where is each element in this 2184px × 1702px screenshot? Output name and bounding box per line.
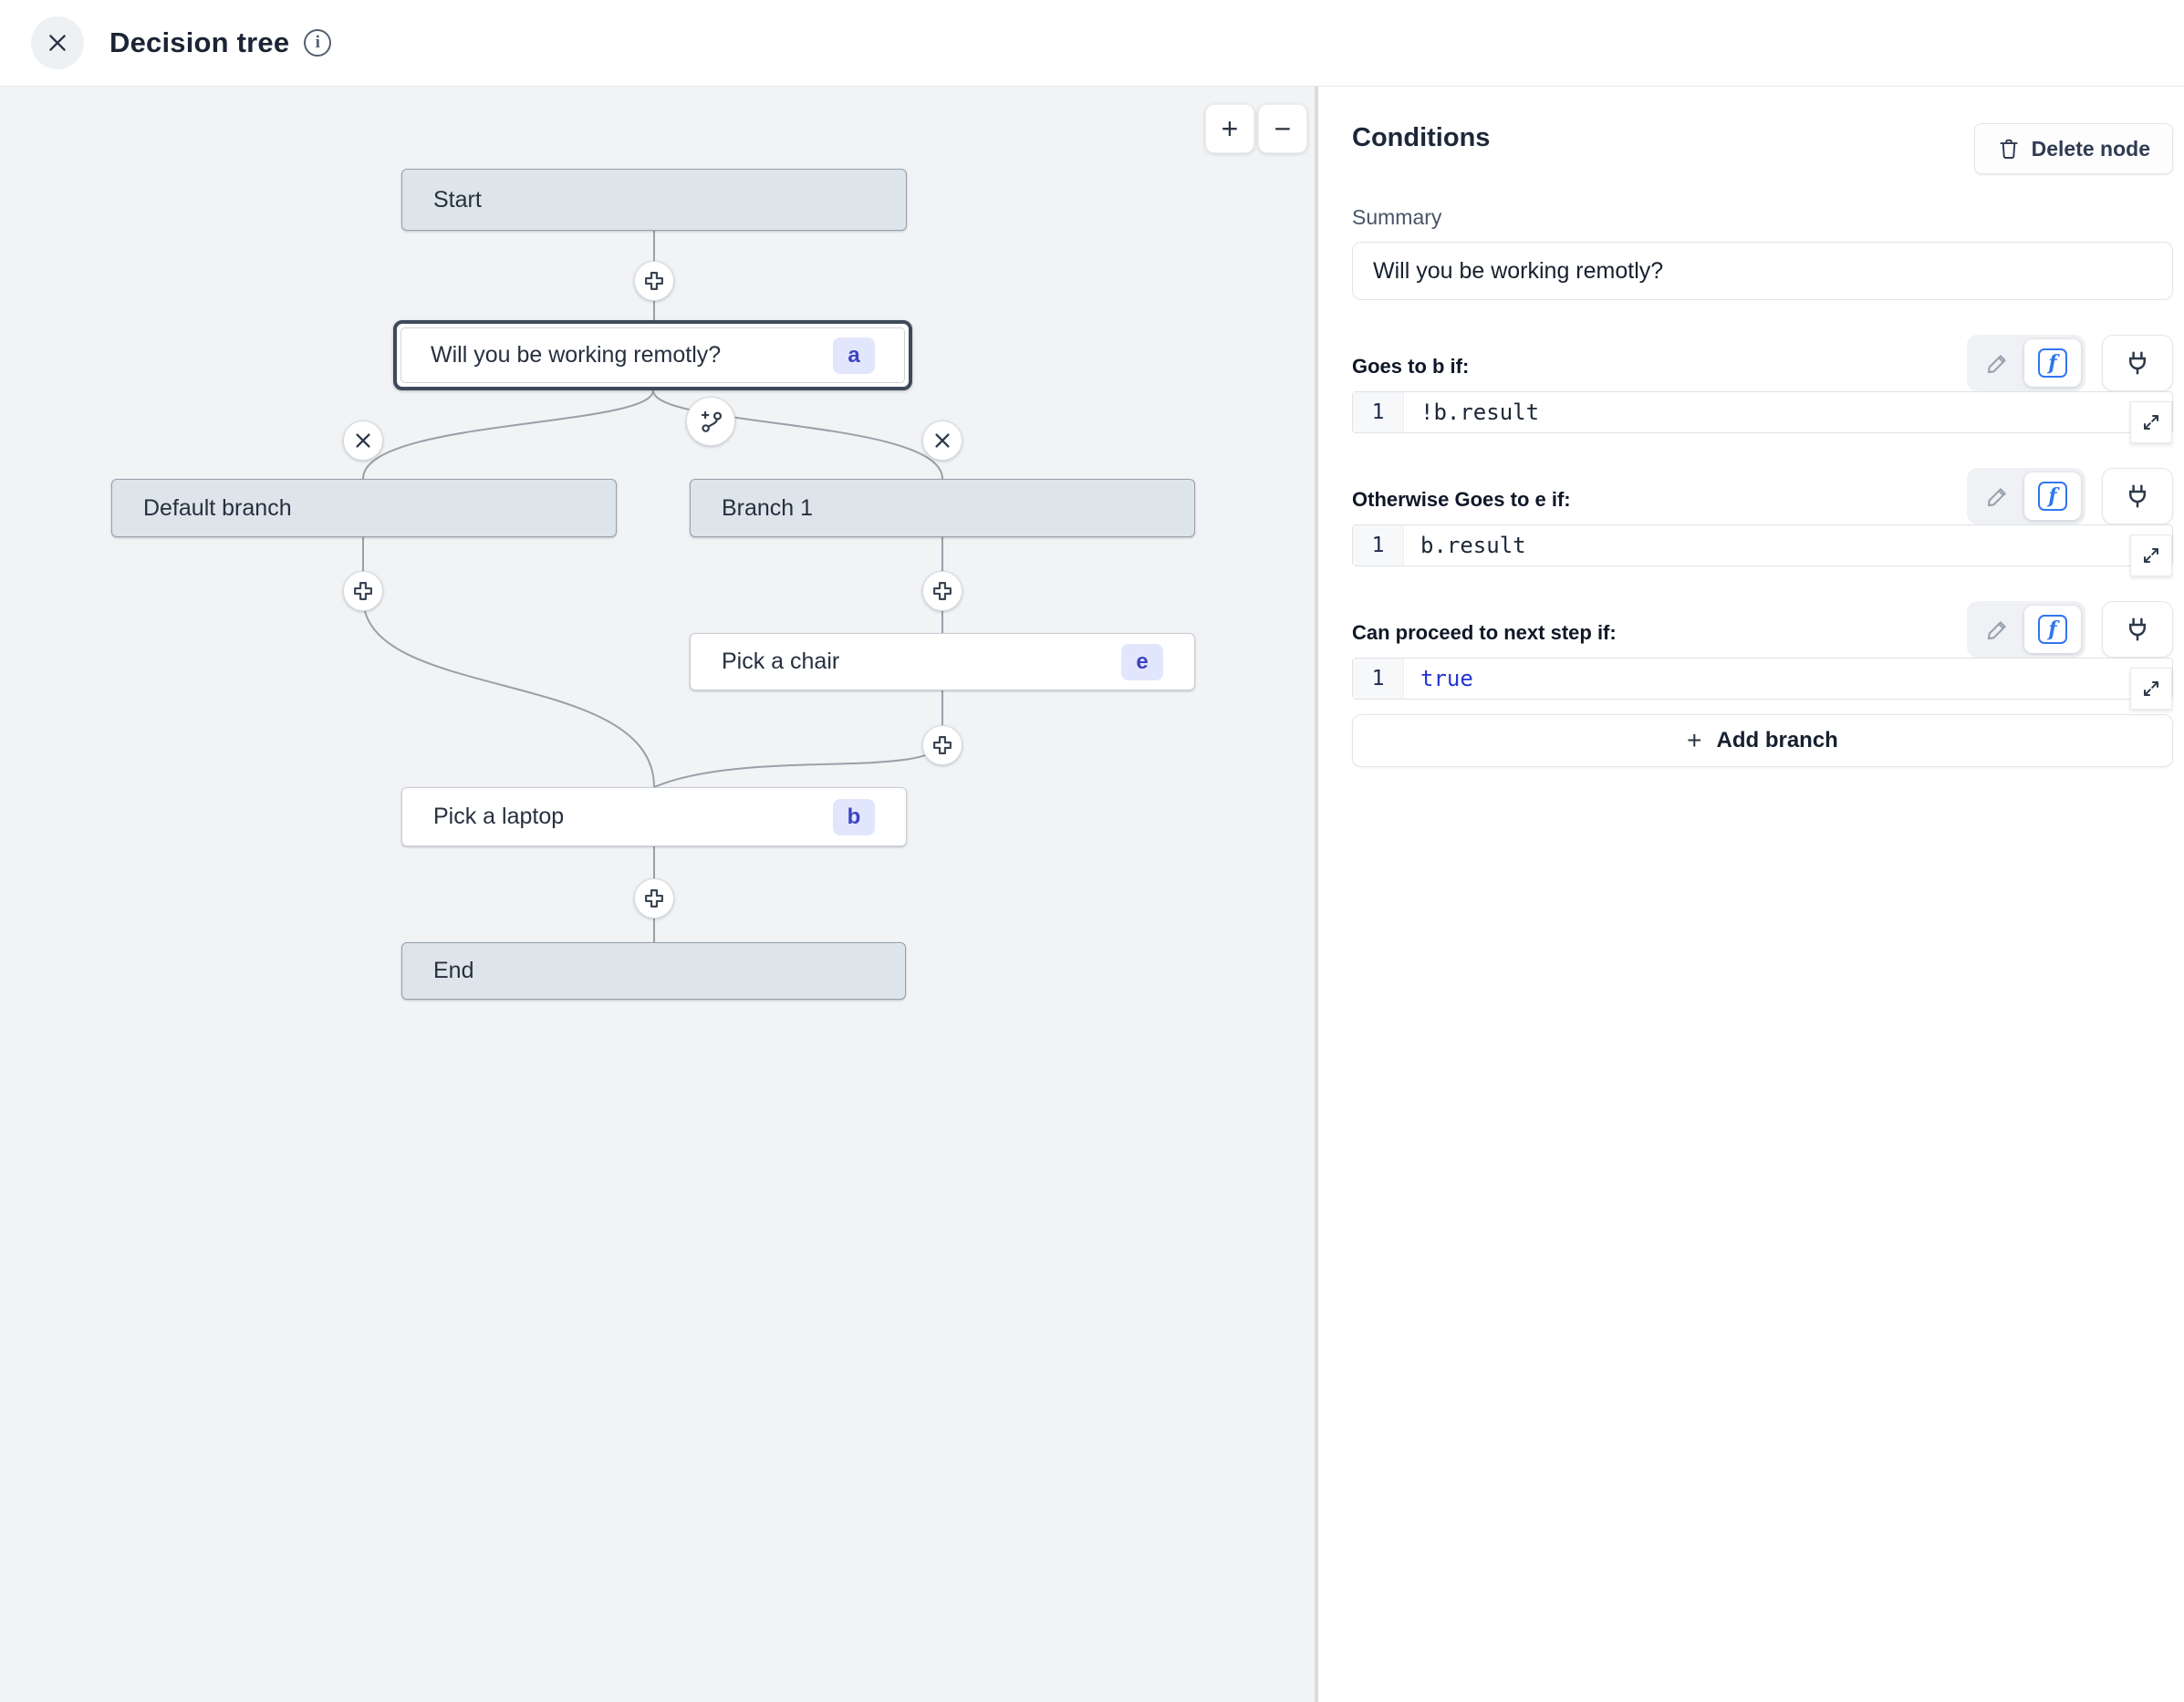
node-default-branch[interactable]: Default branch: [111, 479, 617, 537]
branch-split-icon: [701, 410, 722, 432]
x-icon: [935, 433, 950, 448]
zoom-in-button[interactable]: +: [1205, 104, 1254, 153]
delete-branch-button[interactable]: [922, 420, 962, 461]
node-label: Pick a chair: [722, 649, 840, 674]
expand-icon: [2144, 681, 2158, 696]
fx-icon: f: [2038, 348, 2067, 378]
connect-source-button[interactable]: [2102, 601, 2173, 658]
code-value[interactable]: b.result: [1420, 533, 1526, 558]
summary-input[interactable]: [1352, 242, 2173, 300]
node-end[interactable]: End: [401, 942, 906, 1000]
section-label: Goes to b if:: [1352, 355, 1470, 378]
pencil-mode-button[interactable]: [1971, 339, 2024, 387]
pencil-icon: [1987, 355, 2006, 374]
node-label: Start: [433, 186, 482, 213]
line-number: 1: [1353, 392, 1404, 432]
plus-icon: [933, 736, 952, 754]
node-badge: b: [833, 798, 875, 835]
node-badge: e: [1121, 643, 1163, 680]
flow-canvas[interactable]: + − Start Will you be working remotly? a…: [0, 87, 1315, 1702]
x-icon: [356, 433, 370, 448]
close-button[interactable]: [31, 16, 84, 69]
canvas-panel-divider: [1315, 87, 1318, 1702]
fx-mode-button[interactable]: f: [2024, 606, 2081, 653]
expand-icon: [2144, 415, 2158, 430]
section-otherwise-goes-to-e: Otherwise Goes to e if: f: [1352, 468, 2173, 576]
trash-icon: [1999, 139, 2018, 159]
add-branch-button[interactable]: + Add branch: [1352, 714, 2173, 767]
conditions-panel: Conditions Delete node Summary Goes to b…: [1318, 87, 2184, 1702]
summary-label: Summary: [1352, 205, 1442, 229]
add-node-button[interactable]: [922, 725, 962, 765]
pencil-icon: [1987, 488, 2006, 507]
editor-mode-toggle: f: [1967, 335, 2085, 391]
expand-editor-button[interactable]: [2130, 401, 2172, 443]
zoom-out-button[interactable]: −: [1258, 104, 1307, 153]
node-label: End: [433, 958, 474, 983]
fx-mode-button[interactable]: f: [2024, 339, 2081, 387]
section-goes-to-b: Goes to b if: f: [1352, 335, 2173, 443]
plus-icon: [645, 889, 663, 908]
code-editor[interactable]: 1 !b.result: [1352, 391, 2173, 443]
node-label: Will you be working remotly?: [431, 342, 722, 368]
line-number: 1: [1353, 659, 1404, 699]
pencil-mode-button[interactable]: [1971, 606, 2024, 653]
expand-icon: [2144, 548, 2158, 563]
expand-editor-button[interactable]: [2130, 534, 2172, 576]
node-branch-1[interactable]: Branch 1: [690, 479, 1195, 537]
plus-icon: +: [1687, 726, 1702, 754]
pencil-mode-button[interactable]: [1971, 472, 2024, 520]
node-badge: a: [833, 337, 875, 374]
node-label: Default branch: [143, 494, 292, 521]
delete-node-button[interactable]: Delete node: [1973, 123, 2173, 174]
section-label: Can proceed to next step if:: [1352, 621, 1617, 644]
delete-branch-button[interactable]: [343, 420, 383, 461]
fx-mode-button[interactable]: f: [2024, 472, 2081, 520]
fx-icon: f: [2038, 482, 2067, 511]
close-icon: [49, 35, 66, 51]
plug-icon: [2129, 617, 2146, 641]
panel-title: Conditions: [1352, 123, 1491, 152]
node-pick-a-laptop[interactable]: Pick a laptop b: [401, 787, 907, 846]
editor-mode-toggle: f: [1967, 468, 2085, 524]
expand-editor-button[interactable]: [2130, 668, 2172, 710]
plus-icon: [933, 582, 952, 600]
delete-node-label: Delete node: [2031, 136, 2150, 161]
section-label: Otherwise Goes to e if:: [1352, 488, 1571, 511]
node-pick-a-chair[interactable]: Pick a chair e: [690, 633, 1195, 690]
plug-icon: [2129, 484, 2146, 508]
add-node-button[interactable]: [343, 571, 383, 611]
add-node-button[interactable]: [634, 878, 674, 918]
code-value[interactable]: true: [1420, 666, 1473, 691]
node-condition-selected[interactable]: Will you be working remotly? a: [393, 320, 912, 390]
pencil-icon: [1987, 621, 2006, 640]
code-editor[interactable]: 1 true: [1352, 658, 2173, 710]
add-branch-split-button[interactable]: [686, 397, 735, 446]
node-label: Branch 1: [722, 494, 814, 521]
page-title: Decision tree: [109, 26, 290, 58]
code-editor[interactable]: 1 b.result: [1352, 524, 2173, 576]
add-node-button[interactable]: [634, 261, 674, 301]
section-can-proceed: Can proceed to next step if: f: [1352, 601, 2173, 710]
app-header: Decision tree i: [0, 0, 2184, 87]
node-label: Pick a laptop: [433, 804, 565, 829]
add-branch-label: Add branch: [1716, 728, 1838, 752]
plus-icon: [645, 272, 663, 290]
fx-icon: f: [2038, 615, 2067, 644]
code-value[interactable]: !b.result: [1420, 400, 1540, 425]
connect-source-button[interactable]: [2102, 468, 2173, 524]
add-node-button[interactable]: [922, 571, 962, 611]
node-start[interactable]: Start: [401, 169, 907, 231]
plus-icon: [354, 582, 372, 600]
plug-icon: [2129, 351, 2146, 375]
connect-source-button[interactable]: [2102, 335, 2173, 391]
editor-mode-toggle: f: [1967, 601, 2085, 658]
info-icon[interactable]: i: [304, 29, 332, 57]
line-number: 1: [1353, 525, 1404, 566]
